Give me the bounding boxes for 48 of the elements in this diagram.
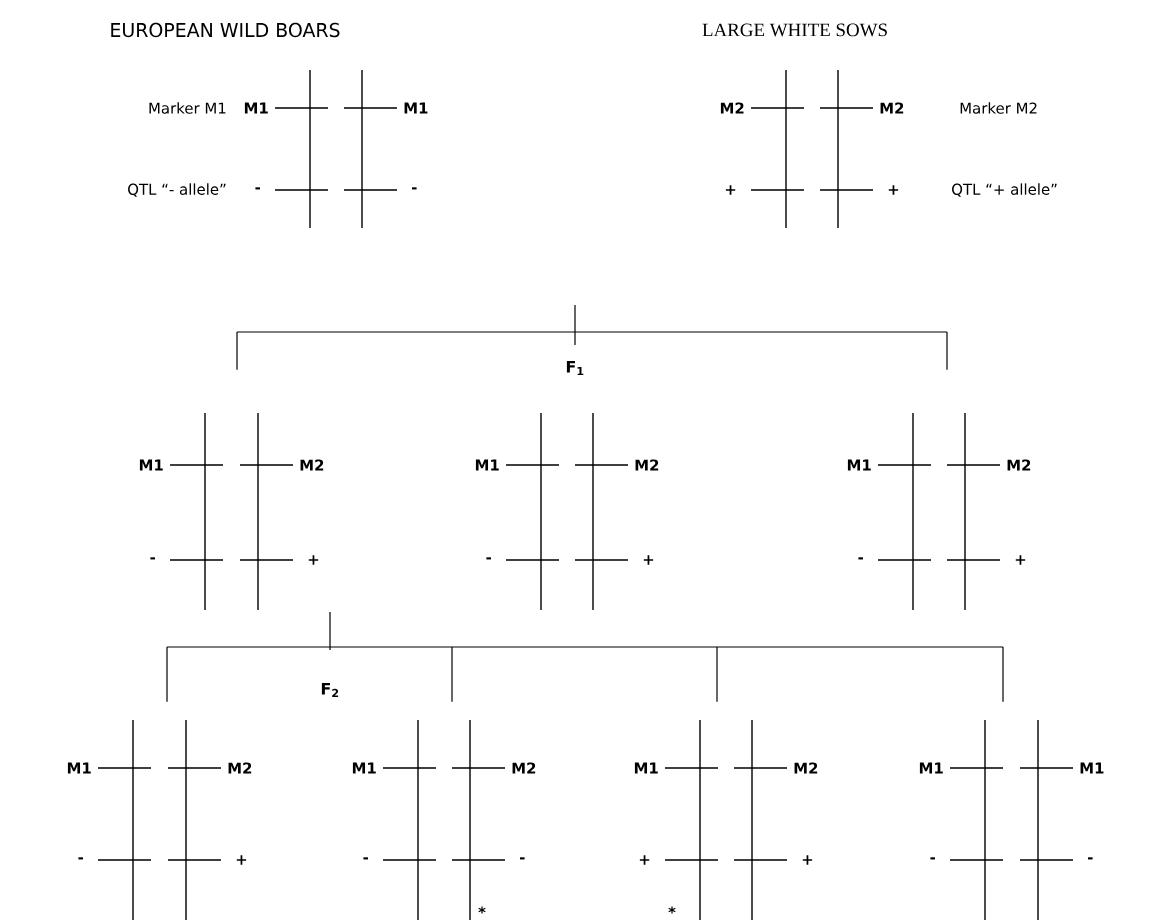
allele-sign: -	[1088, 857, 1093, 860]
allele-sign: -	[486, 557, 491, 560]
marker-label: M1	[352, 762, 376, 774]
marker-label: M1	[139, 459, 163, 471]
marker-label: M1	[67, 762, 91, 774]
asterisk-mark: *	[668, 906, 676, 914]
generation-label: F$_{2}$	[319, 681, 341, 699]
marker-label: M1	[847, 459, 871, 471]
heading: EUROPEAN WILD BOARS	[108, 21, 342, 39]
row-caption: Marker M1	[149, 102, 226, 114]
marker-label: M1	[475, 459, 499, 471]
marker-label: M1	[634, 762, 658, 774]
marker-label: M2	[635, 459, 659, 471]
allele-sign: -	[255, 187, 260, 190]
marker-label: M2	[512, 762, 536, 774]
marker-label: M2	[880, 102, 904, 114]
marker-label: M1	[919, 762, 943, 774]
allele-sign: +	[236, 855, 247, 865]
marker-label: M2	[794, 762, 818, 774]
allele-sign: +	[1015, 555, 1026, 565]
allele-sign: +	[308, 555, 319, 565]
marker-label: M1	[244, 102, 268, 114]
marker-label: M1	[1080, 762, 1104, 774]
heading: LARGE WHITE SOWS	[700, 22, 890, 38]
allele-sign: +	[725, 185, 736, 195]
allele-sign: -	[858, 557, 863, 560]
allele-sign: -	[150, 557, 155, 560]
allele-sign: -	[930, 857, 935, 860]
allele-sign: -	[412, 187, 417, 190]
row-caption: Marker M2	[960, 102, 1037, 114]
asterisk-mark: *	[478, 906, 486, 914]
allele-sign: -	[78, 857, 83, 860]
allele-sign: -	[520, 857, 525, 860]
allele-sign: +	[888, 185, 899, 195]
generation-label: F$_{1}$	[564, 359, 586, 377]
row-caption: QTL “- allele”	[128, 183, 226, 197]
allele-sign: +	[802, 855, 813, 865]
marker-label: M1	[404, 102, 428, 114]
row-caption: QTL “+ allele”	[952, 183, 1057, 197]
allele-sign: +	[639, 855, 650, 865]
allele-sign: +	[643, 555, 654, 565]
marker-label: M2	[228, 762, 252, 774]
marker-label: M2	[1007, 459, 1031, 471]
bracket-line	[236, 304, 948, 371]
allele-sign: -	[363, 857, 368, 860]
bracket-line	[166, 611, 1004, 703]
marker-label: M2	[720, 102, 744, 114]
marker-label: M2	[300, 459, 324, 471]
